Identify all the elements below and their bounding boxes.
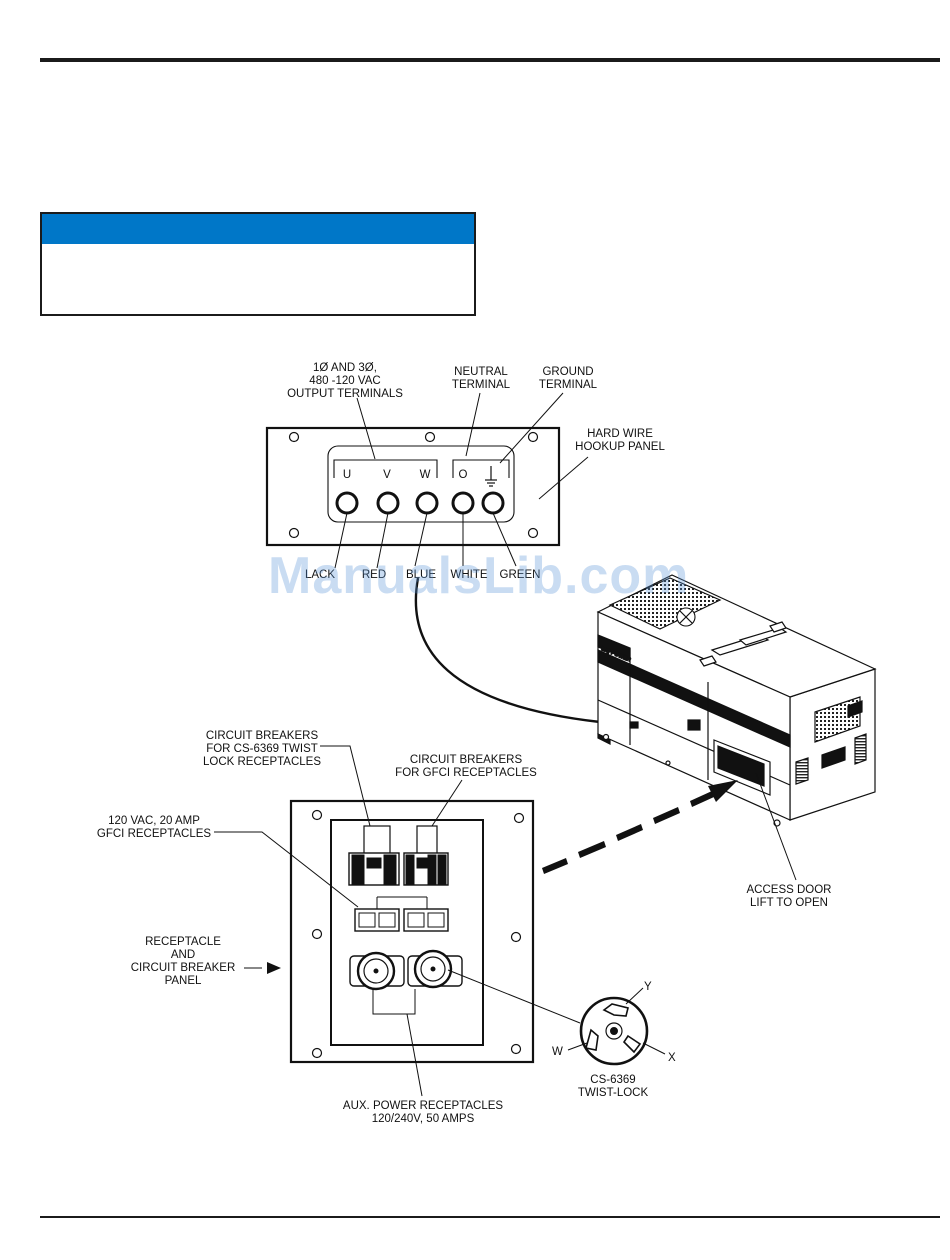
terminal-ground: [481, 491, 505, 515]
gfci-label-1: 120 VAC, 20 AMP: [108, 815, 200, 827]
bottom-rule: [40, 1216, 940, 1218]
cb-twist-label-1: CIRCUIT BREAKERS: [206, 730, 319, 742]
wire-green: GREEN: [500, 569, 541, 581]
aux-receptacles: [349, 949, 463, 1015]
twist-lock-label-1: CS-6369: [590, 1074, 635, 1086]
pin-y: Y: [644, 981, 652, 993]
notice-box: [40, 212, 476, 316]
letter-u: U: [343, 469, 351, 481]
dashed-arrow: [542, 780, 738, 874]
access-door-label-2: LIFT TO OPEN: [750, 897, 828, 909]
receptacle-panel-label-1: RECEPTACLE: [145, 936, 221, 948]
letter-w: W: [420, 469, 431, 481]
wire-white: WHITE: [450, 569, 487, 581]
twist-lock-labels: Y W X CS-6369 TWIST-LOCK: [552, 981, 676, 1099]
circuit-breakers: [348, 825, 449, 886]
terminal-neutral: [451, 491, 475, 515]
receptacle-panel-label-2: AND: [171, 949, 195, 961]
terminals-label-2: 480 -120 VAC: [309, 375, 380, 387]
wire-red: RED: [362, 569, 386, 581]
access-door-label-1: ACCESS DOOR: [747, 884, 832, 896]
receptacle-panel: [214, 745, 581, 1097]
top-rule: [40, 58, 940, 62]
wire-black: LACK: [305, 569, 335, 581]
twist-lock-label-2: TWIST-LOCK: [578, 1087, 649, 1099]
watermark: ManualsLib.com: [268, 547, 690, 605]
terminal-w: [415, 491, 439, 515]
receptacle-panel-label-4: PANEL: [165, 975, 202, 987]
terminals-label-1: 1Ø AND 3Ø,: [313, 362, 377, 374]
aux-label-1: AUX. POWER RECEPTACLES: [343, 1100, 504, 1112]
notice-header: [42, 214, 474, 244]
wire-blue: BLUE: [406, 569, 436, 581]
terminals-label-3: OUTPUT TERMINALS: [287, 388, 403, 400]
hookup-panel: [265, 392, 589, 569]
neutral-label-1: NEUTRAL: [454, 366, 508, 378]
letter-v: V: [383, 469, 391, 481]
aux-label-2: 120/240V, 50 AMPS: [372, 1113, 475, 1125]
ground-label-2: TERMINAL: [539, 379, 598, 391]
terminal-v: [376, 491, 400, 515]
cb-twist-label-3: LOCK RECEPTACLES: [203, 756, 321, 768]
access-door-labels: ACCESS DOOR LIFT TO OPEN: [747, 884, 832, 909]
hookup-panel-label-2: HOOKUP PANEL: [575, 441, 665, 453]
terminal-u: [335, 491, 359, 515]
letter-o: O: [459, 469, 468, 481]
receptacle-panel-label-3: CIRCUIT BREAKER: [131, 962, 236, 974]
cb-gfci-label-1: CIRCUIT BREAKERS: [410, 754, 523, 766]
pin-x: X: [668, 1052, 676, 1064]
gfci-label-2: GFCI RECEPTACLES: [97, 828, 211, 840]
ground-label-1: GROUND: [542, 366, 593, 378]
gfci-receptacles: [354, 896, 449, 932]
generator: MQ POWER: [596, 574, 877, 881]
pin-w: W: [552, 1046, 563, 1058]
hookup-panel-label-1: HARD WIRE: [587, 428, 653, 440]
neutral-label-2: TERMINAL: [452, 379, 511, 391]
cb-twist-label-2: FOR CS-6369 TWIST: [206, 743, 318, 755]
cb-gfci-label-2: FOR GFCI RECEPTACLES: [395, 767, 537, 779]
hookup-labels: 1Ø AND 3Ø, 480 -120 VAC OUTPUT TERMINALS…: [287, 362, 665, 581]
receptacle-labels: CIRCUIT BREAKERS FOR CS-6369 TWIST LOCK …: [97, 730, 537, 1125]
twist-lock-detail: [567, 987, 666, 1066]
